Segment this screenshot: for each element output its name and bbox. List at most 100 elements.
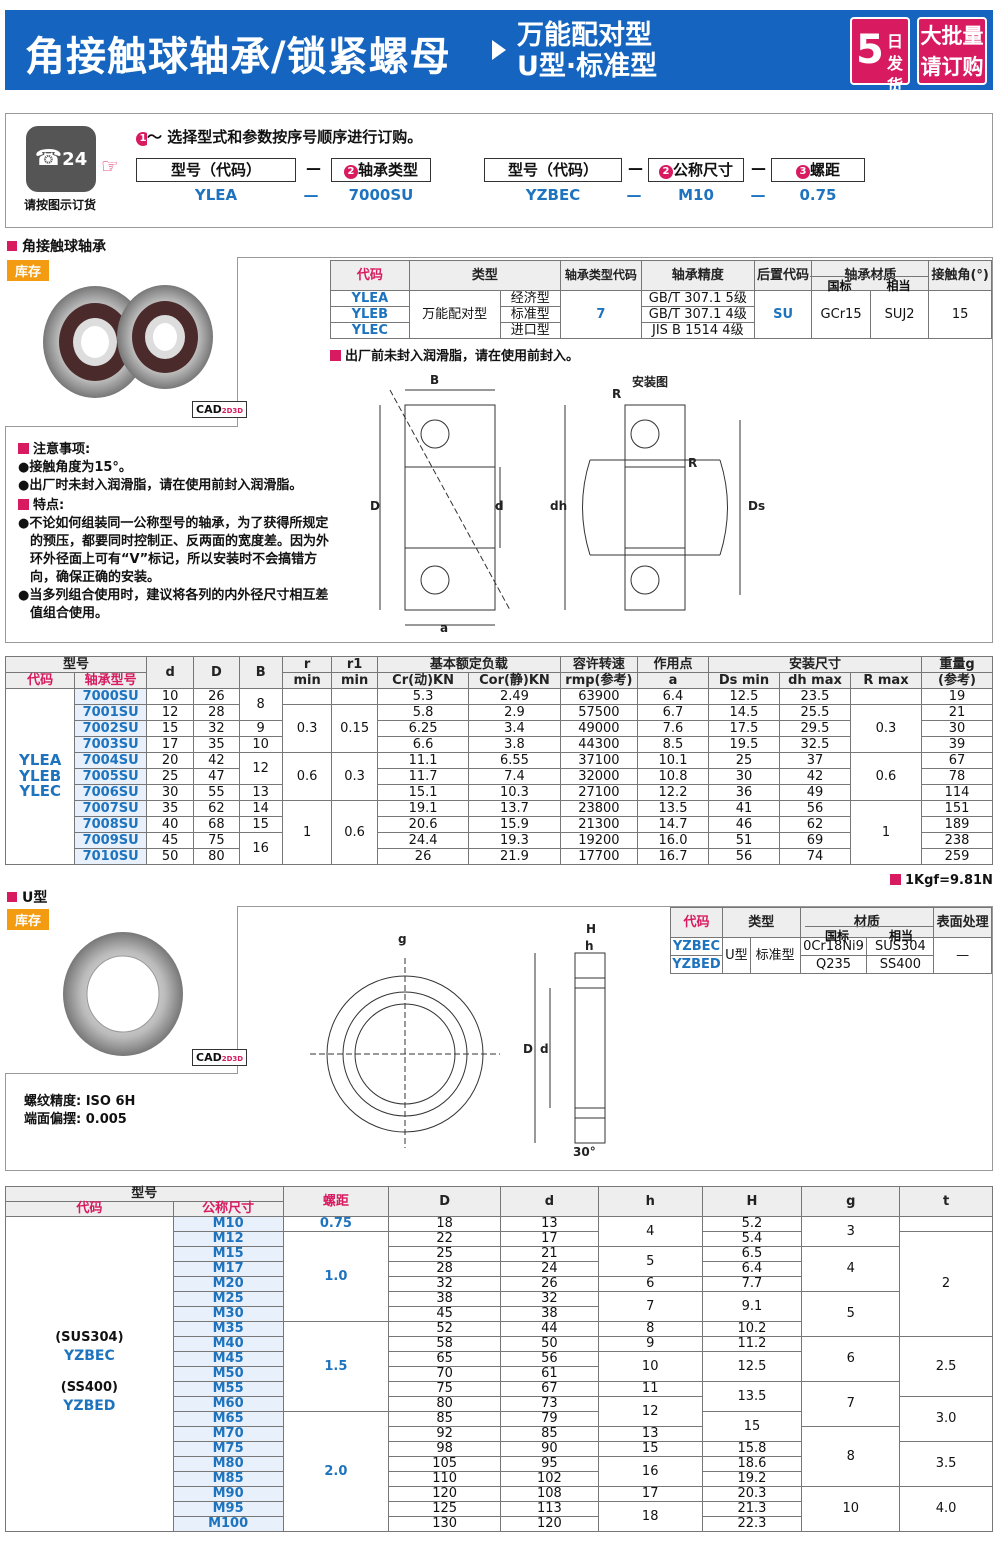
H-value: 19.2: [701, 1471, 803, 1487]
svg-text:D: D: [523, 1042, 533, 1056]
value-cell: 12.2: [637, 784, 709, 801]
value-cell: 27100: [559, 784, 639, 801]
bore-d: 12: [145, 704, 195, 721]
inner-d: 85: [500, 1426, 599, 1442]
nominal-size: M12: [172, 1231, 284, 1247]
R-max: [849, 688, 922, 705]
outer-D: 130: [388, 1516, 502, 1532]
outer-D: 75: [193, 832, 240, 849]
outer-D: 75: [388, 1381, 502, 1397]
value-cell: 3.8: [468, 736, 561, 753]
dash: —: [750, 186, 766, 204]
r-min: [281, 688, 333, 705]
value-cell: 49: [778, 784, 851, 801]
g-value: 4: [801, 1246, 901, 1292]
h-value: 9: [597, 1336, 703, 1352]
R-max: 0.6: [849, 752, 922, 801]
width-B: 14: [238, 800, 283, 817]
value-cell: 32000: [559, 768, 639, 785]
inner-d: 61: [500, 1366, 599, 1382]
bore-d: 25: [145, 768, 195, 785]
value-cell: 19.1: [376, 800, 470, 817]
r-min: 0.3: [281, 704, 333, 753]
r-min: 0.6: [281, 752, 333, 801]
order-example-panel: ☎24 请按图示订货 ☞ 12～ 选择型式和参数按序号顺序进行订购。 型号（代码…: [5, 113, 993, 228]
weight: 30: [920, 720, 994, 737]
value-cell: 11.7: [376, 768, 470, 785]
width-B: 13: [238, 784, 283, 801]
outer-D: 68: [193, 816, 240, 833]
h-value: 17: [597, 1486, 703, 1502]
value-cell: 2.9: [468, 704, 561, 721]
value-cell: 21.9: [468, 848, 561, 865]
H-value: 20.3: [701, 1486, 803, 1502]
nominal-size: M50: [172, 1366, 284, 1382]
nominal-size: M15: [172, 1246, 284, 1262]
bulk-order-badge: 大批量请订购: [917, 17, 987, 85]
bore-d: 30: [145, 784, 195, 801]
nut-material-subheader: 国标相当: [805, 926, 933, 944]
weight: 151: [920, 800, 994, 817]
value-cell: 25.5: [778, 704, 851, 721]
inner-d: 95: [500, 1456, 599, 1472]
example-nut-model-value: YZBEC: [525, 186, 581, 204]
cad-badge: CAD2D3D: [192, 401, 248, 418]
outer-D: 58: [388, 1336, 502, 1352]
h-value: 4: [597, 1216, 703, 1247]
arrow-icon: [492, 40, 506, 60]
value-cell: 14.7: [637, 816, 709, 833]
section-title-u: U型: [7, 887, 47, 907]
unit-note: 1Kgf=9.81N: [890, 872, 993, 890]
value-cell: 2.49: [468, 688, 561, 705]
dash: —: [306, 159, 321, 177]
outer-D: 28: [388, 1261, 502, 1277]
nominal-size: M60: [172, 1396, 284, 1412]
H-value: 6.5: [701, 1246, 803, 1262]
value-cell: 6.55: [468, 752, 561, 769]
H-value: 13.5: [701, 1381, 803, 1412]
model-code-box: 型号（代码）: [136, 158, 296, 182]
nominal-size: M17: [172, 1261, 284, 1277]
phone-icon: ☎24: [26, 126, 96, 192]
r1-min: [331, 688, 378, 705]
outer-D: 92: [388, 1426, 502, 1442]
value-cell: 57500: [559, 704, 639, 721]
nut-photo: [63, 932, 183, 1056]
outer-D: 65: [388, 1351, 502, 1367]
h-value: 16: [597, 1456, 703, 1487]
bearing-model: 7005SU: [74, 768, 147, 785]
nominal-size: M70: [172, 1426, 284, 1442]
value-cell: 8.5: [637, 736, 709, 753]
outer-D: 28: [193, 704, 240, 721]
t-value: 2.5: [899, 1336, 993, 1397]
svg-text:R: R: [612, 387, 621, 401]
nominal-size: M100: [172, 1516, 284, 1532]
example-type-value: 7000SU: [348, 186, 414, 204]
inner-d: 73: [500, 1396, 599, 1412]
value-cell: 37100: [559, 752, 639, 769]
t-value: 3.5: [899, 1441, 993, 1487]
dash: —: [303, 186, 319, 204]
inner-d: 17: [500, 1231, 599, 1247]
outer-D: 38: [388, 1291, 502, 1307]
inner-d: 67: [500, 1381, 599, 1397]
value-cell: 32.5: [778, 736, 851, 753]
pitch: 1.5: [282, 1321, 390, 1412]
value-cell: 30: [707, 768, 780, 785]
weight: 238: [920, 832, 994, 849]
value-cell: 15.9: [468, 816, 561, 833]
inner-d: 120: [500, 1516, 599, 1532]
value-cell: 19.3: [468, 832, 561, 849]
bore-d: 40: [145, 816, 195, 833]
